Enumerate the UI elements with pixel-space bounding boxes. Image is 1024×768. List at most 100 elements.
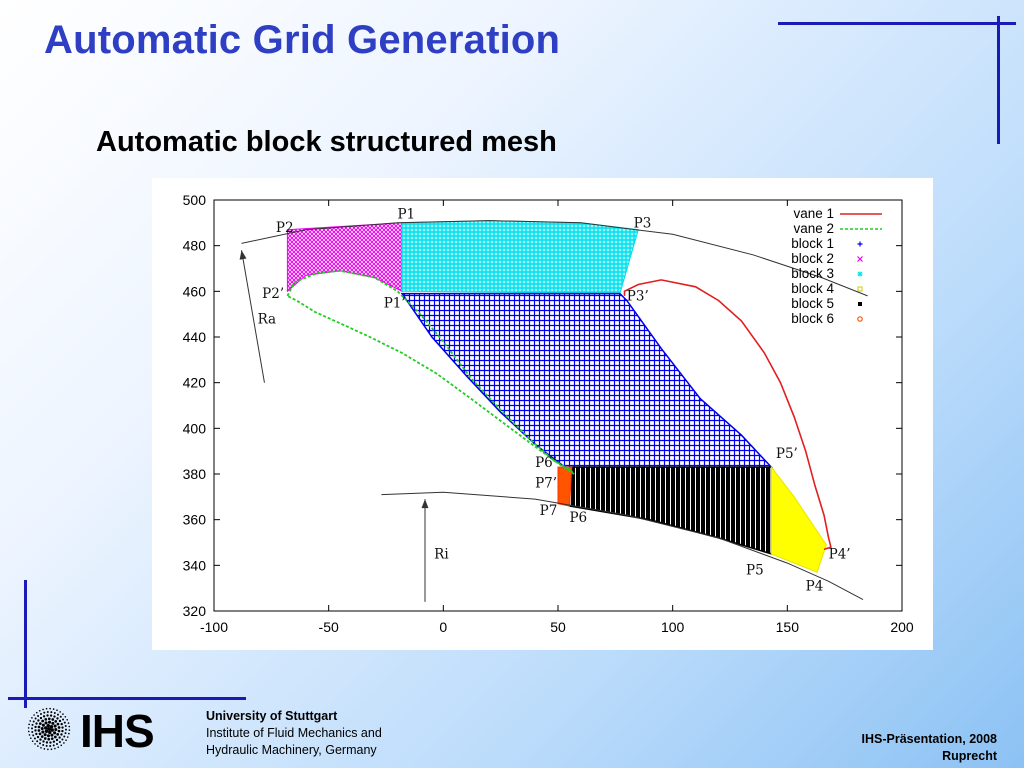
logo-dot [61, 738, 64, 741]
logo-dot [42, 740, 45, 743]
logo-dot [40, 746, 42, 749]
logo-dot [63, 721, 66, 724]
logo-dot [53, 731, 57, 735]
logo-dot [56, 732, 60, 736]
logo-dot [56, 722, 60, 726]
logo-dot [33, 714, 35, 716]
x-tick-label: 100 [661, 619, 685, 635]
bottom-left-horizontal-line [8, 697, 246, 700]
logo-dot [46, 711, 49, 714]
logo-dot [43, 711, 46, 714]
radius-arrow-head [421, 499, 429, 509]
logo-dot [56, 713, 59, 716]
logo-dot [28, 723, 30, 726]
logo-dot [50, 728, 54, 732]
logo-dot [68, 729, 71, 731]
logo-dot [62, 718, 65, 721]
logo-dot [53, 715, 56, 718]
logo-dot [66, 736, 69, 738]
logo-dot [60, 722, 63, 726]
slide-title: Automatic Grid Generation [44, 18, 561, 62]
logo-dot [44, 717, 48, 721]
logo-dot [45, 707, 48, 710]
point-label: Ri [434, 546, 449, 562]
logo-dot [65, 739, 67, 741]
top-right-vertical-line [997, 16, 1000, 144]
logo-dot [44, 729, 49, 734]
logo-dot [27, 727, 30, 729]
legend-label: block 4 [791, 281, 834, 296]
logo-dot [56, 743, 58, 745]
logo-dot [34, 729, 37, 732]
logo-dot [57, 729, 61, 733]
logo-dot [46, 714, 49, 717]
logo-dot [57, 746, 60, 749]
y-tick-label: 500 [183, 192, 207, 208]
logo-dot [56, 717, 59, 720]
logo-dot [43, 737, 47, 740]
point-label: P6 [569, 510, 587, 526]
logo-dot [50, 733, 54, 737]
logo-dot [37, 729, 41, 732]
logo-dot [50, 737, 54, 741]
block-4-mesh [770, 465, 827, 573]
logo-dot [44, 721, 48, 725]
logo-dot [31, 723, 34, 726]
logo-dot [41, 723, 45, 727]
logo-dot [43, 748, 46, 750]
block-3-mesh [401, 220, 639, 295]
institute-line-1: Institute of Fluid Mechanics and [206, 726, 382, 740]
logo-dot [51, 721, 55, 725]
x-tick-label: 0 [439, 619, 447, 635]
logo-dot [68, 725, 71, 728]
logo-dot [59, 711, 61, 713]
legend-label: block 2 [791, 251, 834, 266]
logo-dot [64, 732, 67, 735]
legend-label: vane 2 [793, 221, 834, 236]
logo-dot [50, 711, 53, 714]
logo-dot [31, 717, 33, 719]
legend-label: block 1 [791, 236, 834, 251]
logo-dot [52, 740, 56, 743]
y-tick-label: 380 [183, 466, 207, 482]
logo-dot [64, 728, 67, 731]
legend-label: block 5 [791, 296, 834, 311]
logo-dot [38, 732, 42, 736]
logo-dot [42, 743, 45, 746]
footer-presentation: IHS-Präsentation, 2008 Ruprecht [862, 731, 997, 765]
logo-dot [47, 727, 51, 731]
footer-institution: University of Stuttgart Institute of Flu… [206, 708, 382, 759]
logo-dot [29, 720, 32, 722]
legend-marker-cross [857, 256, 863, 262]
logo-dot [59, 715, 62, 718]
y-tick-label: 340 [183, 557, 207, 573]
vane-2-line [286, 269, 575, 475]
legend-marker-square [858, 302, 862, 306]
logo-dot [60, 744, 63, 747]
logo-dot [48, 730, 52, 735]
logo-dot [35, 711, 38, 714]
logo-dot [34, 725, 37, 729]
point-label: P3’ [627, 288, 649, 304]
x-tick-label: 200 [890, 619, 914, 635]
logo-dot [54, 727, 58, 732]
logo-dot [47, 720, 52, 724]
logo-dot [41, 730, 45, 734]
logo-dot [58, 719, 62, 723]
ihs-logo-emblem [26, 706, 72, 757]
logo-dot [42, 715, 46, 718]
logo-dot [61, 726, 64, 729]
point-label: P1’ [384, 295, 406, 311]
logo-dot [38, 709, 41, 712]
point-label: P3 [634, 215, 652, 231]
block-6-mesh [557, 466, 573, 507]
logo-dot [41, 719, 45, 723]
logo-dot [62, 713, 64, 715]
logo-dot [46, 723, 50, 728]
legend-marker-open-square [857, 286, 863, 292]
logo-dot [63, 742, 65, 744]
